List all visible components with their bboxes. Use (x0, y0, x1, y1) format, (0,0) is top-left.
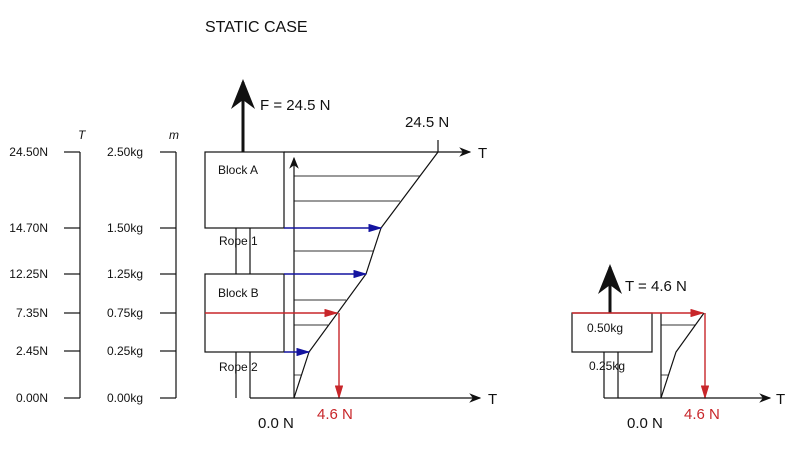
bottom-axis-label: T (488, 391, 497, 408)
rope-1-label: Rope 1 (219, 234, 258, 248)
block-a (204, 151, 285, 229)
force-label: F = 24.5 N (260, 97, 330, 114)
tension-scale-label: T (78, 128, 87, 142)
zero-label: 0.0 N (258, 415, 294, 432)
side-rope (603, 352, 619, 399)
side-force-label: T = 4.6 N (625, 278, 687, 295)
tension-tick: 12.25N (9, 267, 48, 281)
rope-2-label: Rope 2 (219, 360, 258, 374)
tension-tick: 24.50N (9, 145, 48, 159)
block-b-label: Block B (218, 286, 259, 300)
tension-tick: 14.70N (9, 221, 48, 235)
tension-profile (293, 151, 439, 399)
side-axis-label: T (776, 391, 785, 408)
mass-tick: 0.00kg (107, 391, 143, 405)
rope-2 (235, 352, 251, 398)
top-value-label: 24.5 N (405, 114, 449, 131)
side-mass-lower: 0.25kg (589, 359, 625, 373)
tension-scale: T 24.50N 14.70N 12.25N 7.35N 2.45N 0.00N (9, 128, 87, 405)
mass-scale: m 2.50kg 1.50kg 1.25kg 0.75kg 0.25kg 0.0… (107, 128, 179, 405)
tension-tick: 0.00N (16, 391, 48, 405)
side-mass-upper: 0.50kg (587, 321, 623, 335)
mass-tick: 0.75kg (107, 306, 143, 320)
mass-tick: 1.50kg (107, 221, 143, 235)
tension-tick: 7.35N (16, 306, 48, 320)
mass-tick: 0.25kg (107, 344, 143, 358)
rope-1 (235, 228, 251, 274)
side-zero-label: 0.0 N (627, 415, 663, 432)
diagram-title: STATIC CASE (205, 19, 308, 36)
block-a-label: Block A (218, 163, 258, 177)
top-axis-label: T (478, 145, 487, 162)
tension-hatching (294, 175, 420, 376)
main-figure: F = 24.5 N 24.5 N Block A Block B Rope 1… (204, 79, 497, 432)
side-figure: T = 4.6 N 0.50kg 0.25kg T 0.0 N 4.6 N (571, 264, 785, 432)
result-label: 4.6 N (317, 406, 353, 423)
tension-tick: 2.45N (16, 344, 48, 358)
mass-scale-label: m (169, 128, 179, 142)
mass-tick: 2.50kg (107, 145, 143, 159)
side-tension-profile (660, 312, 705, 399)
mass-tick: 1.25kg (107, 267, 143, 281)
side-result-label: 4.6 N (684, 406, 720, 423)
